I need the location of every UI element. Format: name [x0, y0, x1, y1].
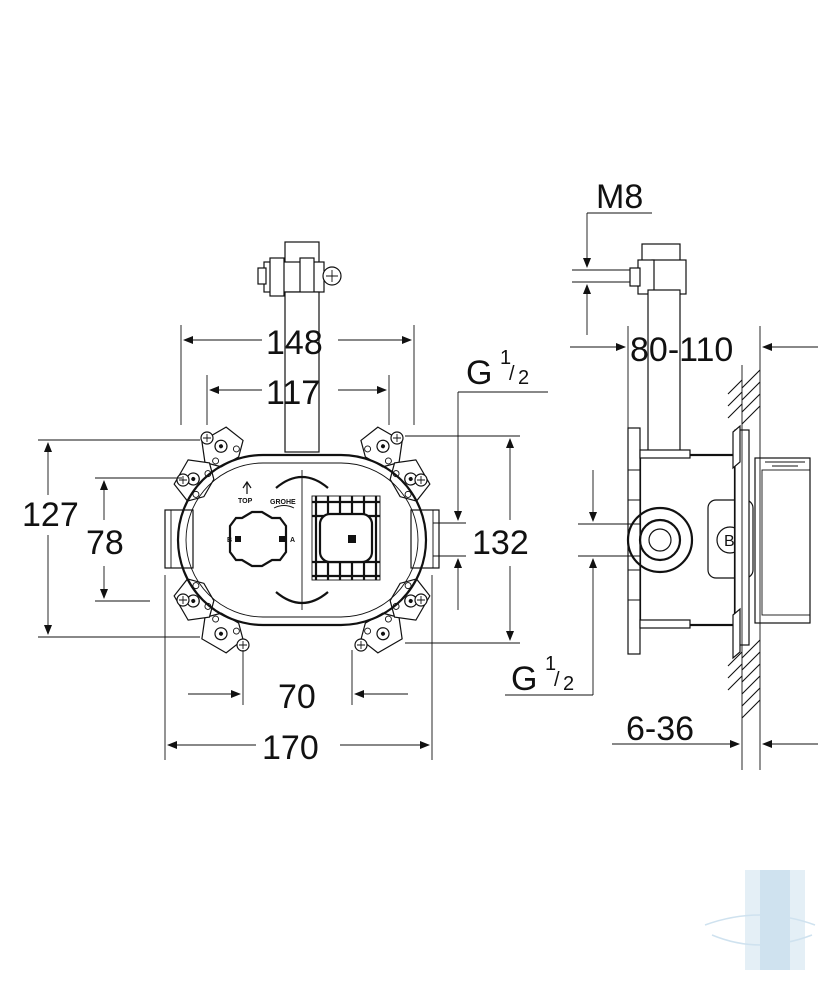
thread-side: G 1 / 2 [505, 470, 640, 698]
thread-side-den: 2 [563, 673, 574, 695]
up-arrow-icon [242, 480, 252, 494]
dim-78: 78 [86, 477, 182, 602]
dim-127: 127 [22, 439, 200, 638]
top-connection [257, 241, 342, 453]
svg-text:/: / [554, 669, 560, 691]
side-top-fitting [629, 243, 687, 453]
dim-m8: M8 [572, 178, 652, 335]
dim-117: 117 [206, 374, 390, 425]
side-body [638, 453, 737, 627]
dim-127-label: 127 [22, 496, 79, 534]
port-a-label: A [290, 537, 295, 544]
dim-70: 70 [188, 650, 408, 716]
left-cartridge [228, 510, 288, 568]
right-cartridge-grid [311, 495, 381, 581]
dim-6-36: 6-36 [612, 710, 818, 748]
brand-wave-icon [273, 505, 295, 509]
bolt-label: M8 [596, 178, 643, 216]
dim-117-label: 117 [266, 374, 320, 412]
valve-body [176, 453, 428, 627]
dim-70-label: 70 [278, 678, 316, 716]
dim-148-label: 148 [266, 324, 323, 362]
svg-text:/: / [509, 363, 515, 385]
thread-front-den: 2 [518, 367, 529, 389]
front-view: B A TOP GROHE 148 117 [22, 241, 548, 767]
wall-range-label: 6-36 [626, 710, 694, 748]
side-view: M8 B [505, 178, 818, 770]
thread-front-g: G [466, 354, 492, 392]
depth-range-label: 80-110 [630, 331, 733, 369]
dim-170: 170 [164, 575, 433, 767]
port-b-label: B [227, 537, 232, 544]
dim-148: 148 [180, 324, 415, 425]
brand-logo-text: GROHE [270, 499, 296, 506]
thread-side-g: G [511, 660, 537, 698]
thread-front-num: 1 [500, 347, 511, 369]
wall-hatching [727, 369, 761, 719]
watermark-logo [704, 870, 816, 970]
dim-78-label: 78 [86, 524, 124, 562]
top-label: TOP [238, 498, 253, 505]
dim-80-110: 80-110 [570, 326, 818, 440]
thread-side-num: 1 [545, 653, 556, 675]
dim-170-label: 170 [262, 729, 319, 767]
dim-132: 132 [405, 435, 529, 644]
thread-front: G 1 / 2 [433, 347, 548, 610]
dim-132-label: 132 [472, 524, 529, 562]
side-port [626, 506, 694, 574]
side-port-label: B [724, 533, 735, 550]
